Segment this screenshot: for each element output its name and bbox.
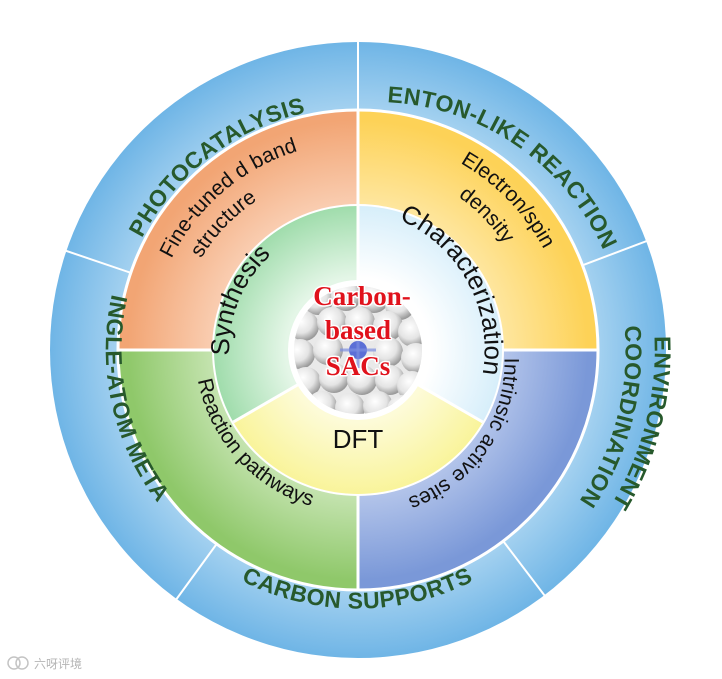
center-label: Carbon- based SACs	[312, 280, 413, 383]
center-molecule	[288, 280, 428, 420]
dft-label: DFT	[333, 424, 384, 454]
watermark-text: 六呀评境	[34, 656, 82, 671]
watermark: 六呀评境	[7, 656, 82, 671]
center-label-line1: Carbon-	[313, 281, 411, 311]
inner-dft	[233, 350, 483, 494]
watermark-icon	[7, 656, 21, 670]
center-label-line3: SACs	[326, 351, 391, 381]
center-label-line2: based	[325, 315, 391, 345]
